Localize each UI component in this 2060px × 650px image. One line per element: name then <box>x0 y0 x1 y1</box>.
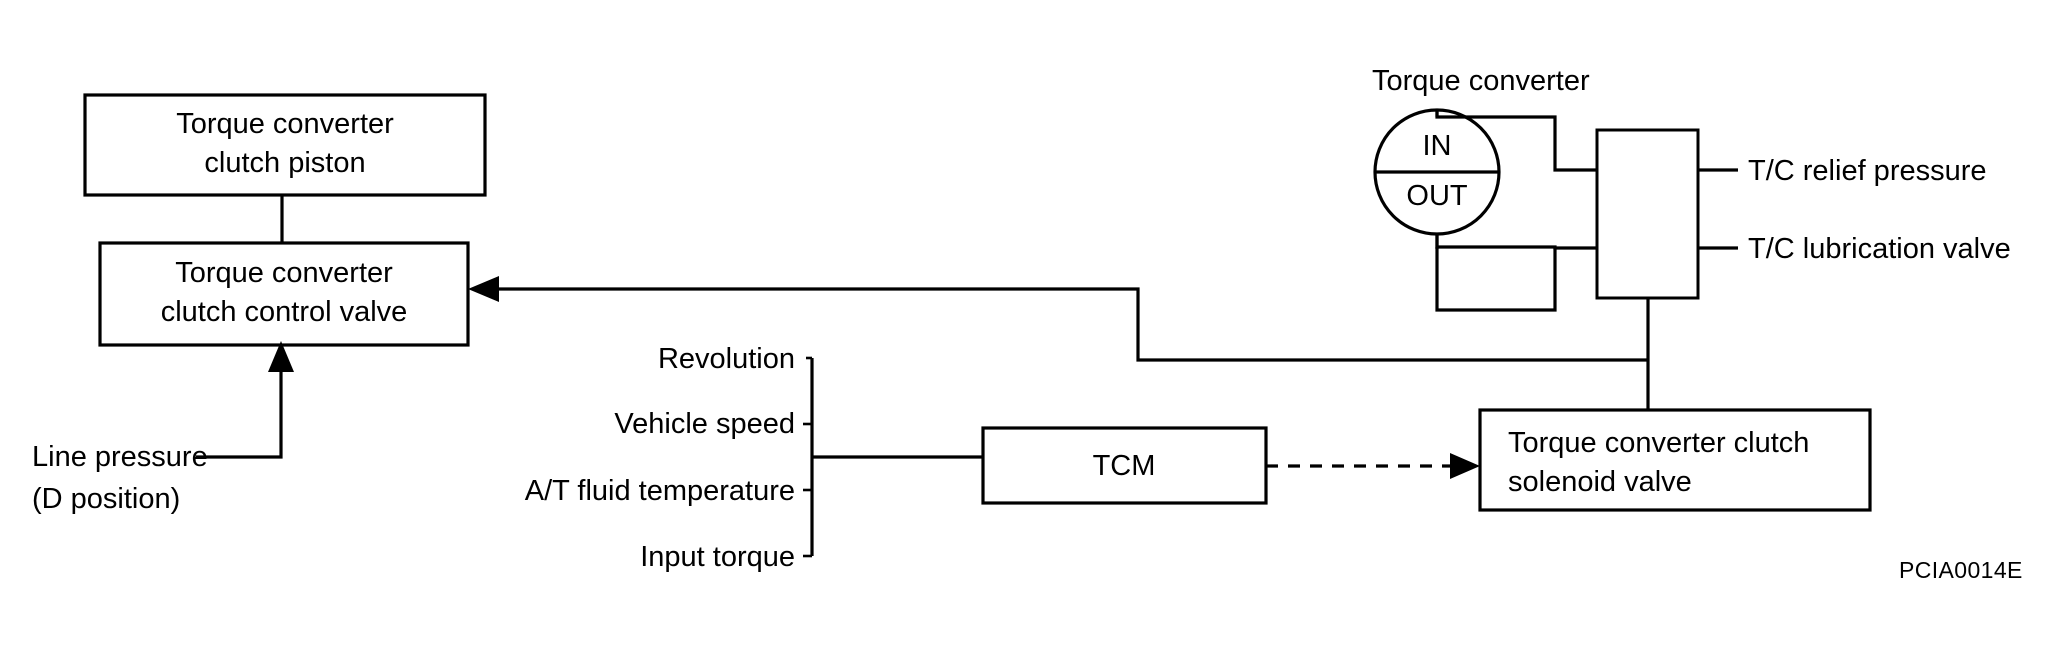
input-label-revolution: Revolution <box>658 343 795 375</box>
connector-line-pressure <box>196 363 283 459</box>
box-clutch-piston <box>83 93 487 197</box>
input-label-vehicle-speed: Vehicle speed <box>614 408 795 440</box>
input-label-at-fluid-temperature: A/T fluid temperature <box>525 475 795 507</box>
reference-code: PCIA0014E <box>1899 557 2023 583</box>
torque-converter-in-label: IN <box>1423 130 1452 162</box>
box-solenoid-valve-line1: Torque converter clutch <box>1508 427 1809 459</box>
arrowhead-tcm-to-solenoid <box>1450 453 1480 479</box>
box-clutch-control-valve-line1: Torque converter <box>175 257 393 289</box>
pipe-out-to-valve-body <box>1435 234 1597 250</box>
box-solenoid-valve <box>1478 408 1872 512</box>
box-clutch-piston-line1: Torque converter <box>176 108 394 140</box>
arrowhead-line-pressure-up <box>268 341 294 372</box>
arrowhead-feedback-left <box>468 276 499 302</box>
box-clutch-piston-line2: clutch piston <box>204 147 365 179</box>
label-tc-lubrication-valve: T/C lubrication valve <box>1748 233 2011 265</box>
box-clutch-control-valve <box>98 241 470 347</box>
label-line-pressure-line1: Line pressure <box>32 441 208 473</box>
torque-converter-out-label: OUT <box>1406 180 1468 212</box>
pipe-out-return <box>1435 234 1557 312</box>
input-label-input-torque: Input torque <box>640 541 795 573</box>
box-clutch-control-valve-line2: clutch control valve <box>161 296 408 328</box>
connector-feedback-to-control-valve <box>492 287 1648 362</box>
label-line-pressure-line2: (D position) <box>32 483 180 515</box>
valve-body-rectangle <box>1595 128 1700 300</box>
label-tc-relief-pressure: T/C relief pressure <box>1748 155 1987 187</box>
label-torque-converter-title: Torque converter <box>1372 65 1590 97</box>
box-tcm-label: TCM <box>1093 450 1156 482</box>
box-solenoid-valve-line2: solenoid valve <box>1508 466 1692 498</box>
